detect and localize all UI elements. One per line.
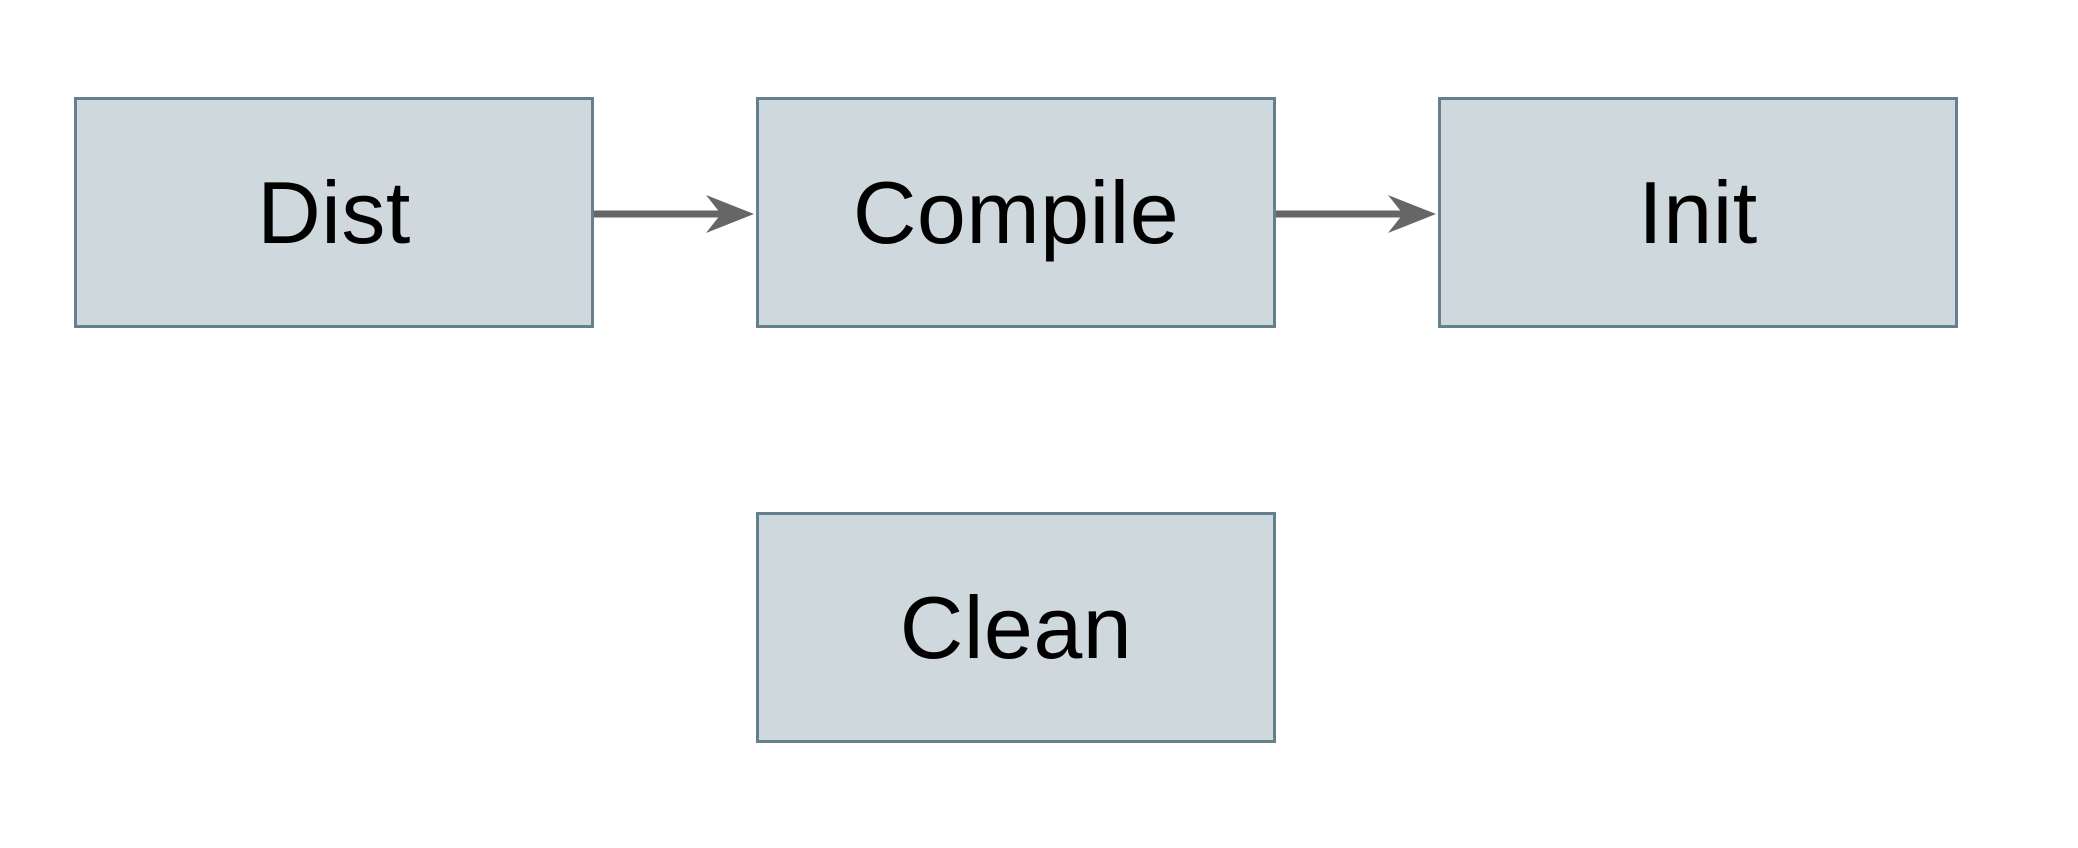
node-init: Init — [1438, 97, 1958, 328]
node-dist-label: Dist — [257, 162, 411, 262]
node-init-label: Init — [1638, 162, 1758, 262]
node-clean: Clean — [756, 512, 1276, 743]
arrow-dist-to-compile — [594, 195, 754, 233]
arrow-compile-to-init — [1276, 195, 1436, 233]
node-dist: Dist — [74, 97, 594, 328]
node-clean-label: Clean — [899, 577, 1133, 677]
node-compile-label: Compile — [852, 162, 1180, 262]
node-compile: Compile — [756, 97, 1276, 328]
